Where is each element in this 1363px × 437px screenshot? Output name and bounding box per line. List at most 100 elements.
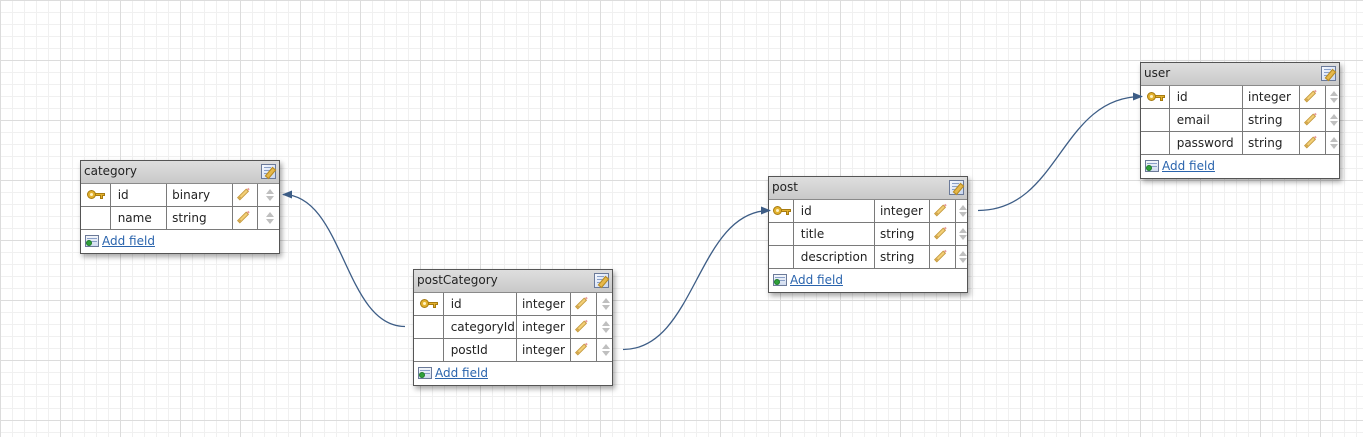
move-up-icon[interactable] <box>602 298 611 303</box>
edit-field-button[interactable] <box>571 293 598 315</box>
edit-field-button[interactable] <box>1300 86 1327 108</box>
move-down-icon[interactable] <box>1330 98 1339 103</box>
reorder-field-button[interactable] <box>1326 132 1339 154</box>
field-type[interactable]: integer <box>517 339 572 361</box>
move-up-icon[interactable] <box>602 344 611 349</box>
move-down-icon[interactable] <box>1330 121 1339 126</box>
add-field-icon[interactable] <box>773 274 787 286</box>
field-name[interactable]: title <box>794 223 875 245</box>
move-up-icon[interactable] <box>266 212 275 217</box>
add-field-icon[interactable] <box>418 367 432 379</box>
field-type[interactable]: integer <box>875 200 931 222</box>
move-down-icon[interactable] <box>1330 144 1339 149</box>
move-down-icon[interactable] <box>602 305 611 310</box>
move-down-icon[interactable] <box>959 212 967 217</box>
move-down-icon[interactable] <box>959 235 967 240</box>
field-type[interactable]: binary <box>167 184 233 206</box>
field-name[interactable]: email <box>1170 109 1243 131</box>
reorder-field-button[interactable] <box>597 316 612 338</box>
field-type[interactable]: string <box>1243 132 1301 154</box>
edit-field-button[interactable] <box>571 339 598 361</box>
edit-field-button[interactable] <box>233 207 259 229</box>
add-field-link[interactable]: Add field <box>790 273 843 287</box>
edit-field-button[interactable] <box>1300 109 1327 131</box>
field-type[interactable]: integer <box>1243 86 1301 108</box>
edit-field-button[interactable] <box>930 200 957 222</box>
field-name[interactable]: categoryId <box>444 316 517 338</box>
field-type[interactable]: string <box>875 246 931 268</box>
field-name[interactable]: password <box>1170 132 1243 154</box>
pencil-icon <box>1304 136 1317 149</box>
field-type[interactable]: integer <box>517 316 572 338</box>
move-up-icon[interactable] <box>959 228 967 233</box>
entity-header[interactable]: post <box>769 177 967 200</box>
reorder-field-button[interactable] <box>597 339 612 361</box>
key-cell <box>769 223 794 245</box>
move-down-icon[interactable] <box>266 196 275 201</box>
edit-field-button[interactable] <box>233 184 259 206</box>
field-type[interactable]: string <box>167 207 233 229</box>
add-field-link[interactable]: Add field <box>1162 159 1215 173</box>
edit-field-button[interactable] <box>930 223 957 245</box>
field-name[interactable]: name <box>111 207 168 229</box>
edit-entity-icon[interactable] <box>1321 66 1336 81</box>
reorder-field-button[interactable] <box>956 200 967 222</box>
move-up-icon[interactable] <box>959 205 967 210</box>
reorder-field-button[interactable] <box>1326 86 1339 108</box>
edit-entity-icon[interactable] <box>949 180 964 195</box>
field-name[interactable]: postId <box>444 339 517 361</box>
field-type[interactable]: integer <box>517 293 572 315</box>
reorder-field-button[interactable] <box>597 293 612 315</box>
move-down-icon[interactable] <box>959 258 967 263</box>
reorder-field-button[interactable] <box>1326 109 1339 131</box>
add-field-icon[interactable] <box>1145 160 1159 172</box>
move-up-icon[interactable] <box>602 321 611 326</box>
entity-header[interactable]: postCategory <box>414 270 612 293</box>
reorder-field-button[interactable] <box>956 246 967 268</box>
field-name[interactable]: description <box>794 246 875 268</box>
move-down-icon[interactable] <box>266 219 275 224</box>
field-name[interactable]: id <box>444 293 517 315</box>
reorder-field-button[interactable] <box>258 184 279 206</box>
move-up-icon[interactable] <box>1330 137 1339 142</box>
edit-field-button[interactable] <box>571 316 598 338</box>
move-up-icon[interactable] <box>1330 91 1339 96</box>
edit-field-button[interactable] <box>930 246 957 268</box>
field-name[interactable]: id <box>1170 86 1243 108</box>
edit-entity-icon[interactable] <box>261 164 276 179</box>
add-field-link[interactable]: Add field <box>102 234 155 248</box>
field-name[interactable]: id <box>111 184 168 206</box>
field-type[interactable]: string <box>875 223 931 245</box>
field-type[interactable]: string <box>1243 109 1301 131</box>
edit-entity-icon[interactable] <box>594 273 609 288</box>
move-up-icon[interactable] <box>266 189 275 194</box>
entity-header[interactable]: user <box>1141 63 1339 86</box>
add-field-link[interactable]: Add field <box>435 366 488 380</box>
add-field-icon[interactable] <box>85 235 99 247</box>
move-up-icon[interactable] <box>959 251 967 256</box>
field-name[interactable]: id <box>794 200 875 222</box>
move-down-icon[interactable] <box>602 351 611 356</box>
reorder-field-button[interactable] <box>956 223 967 245</box>
reorder-field-button[interactable] <box>258 207 279 229</box>
move-down-icon[interactable] <box>602 328 611 333</box>
move-up-icon[interactable] <box>1330 114 1339 119</box>
edit-field-button[interactable] <box>1300 132 1327 154</box>
entity-header[interactable]: category <box>81 161 279 184</box>
